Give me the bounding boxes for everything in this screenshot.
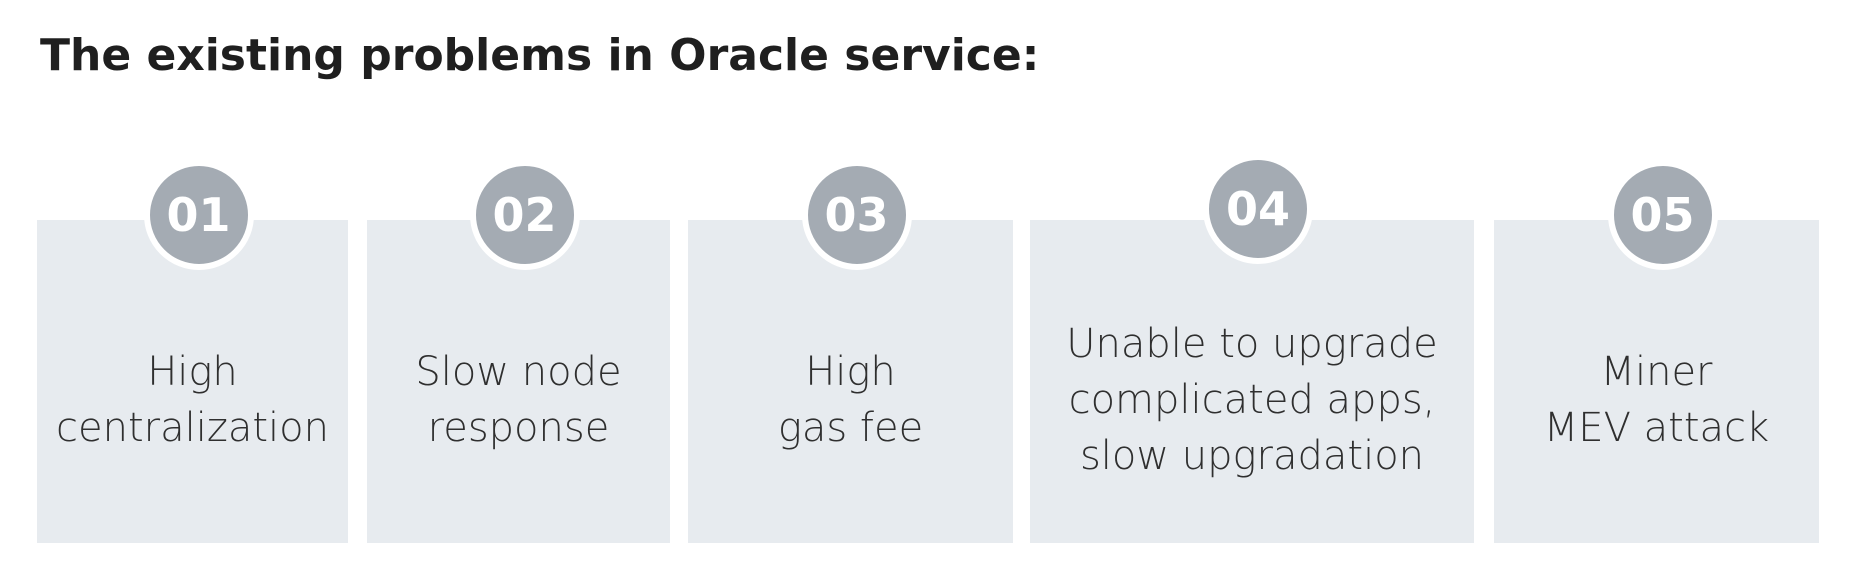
problem-card-3: 03 High gas fee — [688, 160, 1013, 543]
page-title: The existing problems in Oracle service: — [40, 30, 1040, 81]
problem-text: Unable to upgrade complicated apps, slow… — [1066, 321, 1438, 479]
problem-text: High centralization — [56, 349, 329, 451]
number-badge: 02 — [469, 160, 580, 270]
number-badge: 05 — [1607, 160, 1718, 270]
problem-card-4: 04 Unable to upgrade complicated apps, s… — [1030, 154, 1474, 543]
problem-card-2: 02 Slow node response — [367, 160, 670, 543]
problem-text: High gas fee — [777, 349, 924, 451]
problem-text: Slow node response — [415, 349, 622, 451]
number-badge: 03 — [801, 160, 912, 270]
problem-card-1: 01 High centralization — [37, 160, 348, 543]
problem-text: Miner MEV attack — [1543, 349, 1770, 451]
number-badge: 01 — [143, 160, 254, 270]
number-badge: 04 — [1203, 154, 1313, 264]
problem-card-5: 05 Miner MEV attack — [1494, 160, 1819, 543]
